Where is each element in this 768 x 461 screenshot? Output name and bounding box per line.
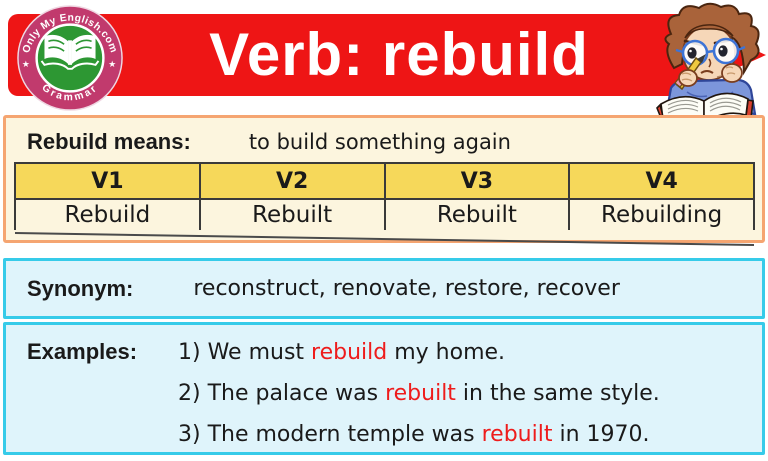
table-header-row: V1 V2 V3 V4: [14, 162, 755, 200]
star-icon: ★: [108, 60, 116, 70]
example-sentence: 3) The modern temple was rebuilt in 1970…: [178, 414, 660, 455]
header-v2: V2: [198, 162, 386, 200]
example-list: 1) We must rebuild my home. 2) The palac…: [178, 332, 660, 455]
open-book-icon: [40, 34, 100, 70]
onlymyenglish-logo: Only My English.com Grammar ★ ★: [17, 5, 123, 111]
hand-drawn-underline: [14, 232, 755, 246]
title-banner: Verb: rebuild: [8, 14, 700, 96]
highlighted-verb: rebuilt: [385, 381, 456, 406]
form-v2: Rebuilt: [198, 198, 386, 230]
synonym-label: Synonym:: [27, 275, 134, 301]
highlighted-verb: rebuilt: [481, 422, 553, 447]
example-text: 1) We must: [178, 340, 312, 365]
example-text: 2) The palace was: [178, 381, 386, 406]
example-text: 3) The modern temple was: [178, 422, 482, 447]
synonym-section: Synonym: reconstruct, renovate, restore,…: [3, 258, 765, 319]
example-text: in 1970.: [552, 422, 650, 447]
table-row: Rebuild Rebuilt Rebuilt Rebuilding: [14, 198, 755, 230]
example-text: my home.: [387, 340, 506, 365]
thinking-student-illustration: [656, 2, 760, 124]
form-v1: Rebuild: [14, 198, 201, 230]
meaning-row: Rebuild means: to build something again: [6, 118, 762, 155]
highlighted-verb: rebuild: [311, 340, 388, 365]
form-v3: Rebuilt: [383, 198, 571, 230]
example-sentence: 2) The palace was rebuilt in the same st…: [178, 373, 660, 414]
header-v4: V4: [568, 162, 755, 200]
verb-forms-table: V1 V2 V3 V4 Rebuild Rebuilt Rebuilt Rebu…: [14, 162, 755, 230]
meaning-label: Rebuild means:: [27, 129, 191, 154]
meaning-section: Rebuild means: to build something again V…: [3, 115, 765, 246]
header-v3: V3: [383, 162, 571, 200]
header-v1: V1: [14, 162, 201, 200]
example-text: in the same style.: [455, 381, 660, 406]
page-title: Verb: rebuild: [209, 21, 589, 88]
synonym-value: reconstruct, renovate, restore, recover: [193, 276, 620, 301]
form-v4: Rebuilding: [568, 198, 755, 230]
star-icon: ★: [22, 60, 30, 70]
example-sentence: 1) We must rebuild my home.: [178, 332, 660, 373]
meaning-definition: to build something again: [248, 130, 511, 154]
examples-section: Examples: 1) We must rebuild my home. 2)…: [3, 322, 765, 455]
examples-label: Examples:: [27, 339, 138, 364]
